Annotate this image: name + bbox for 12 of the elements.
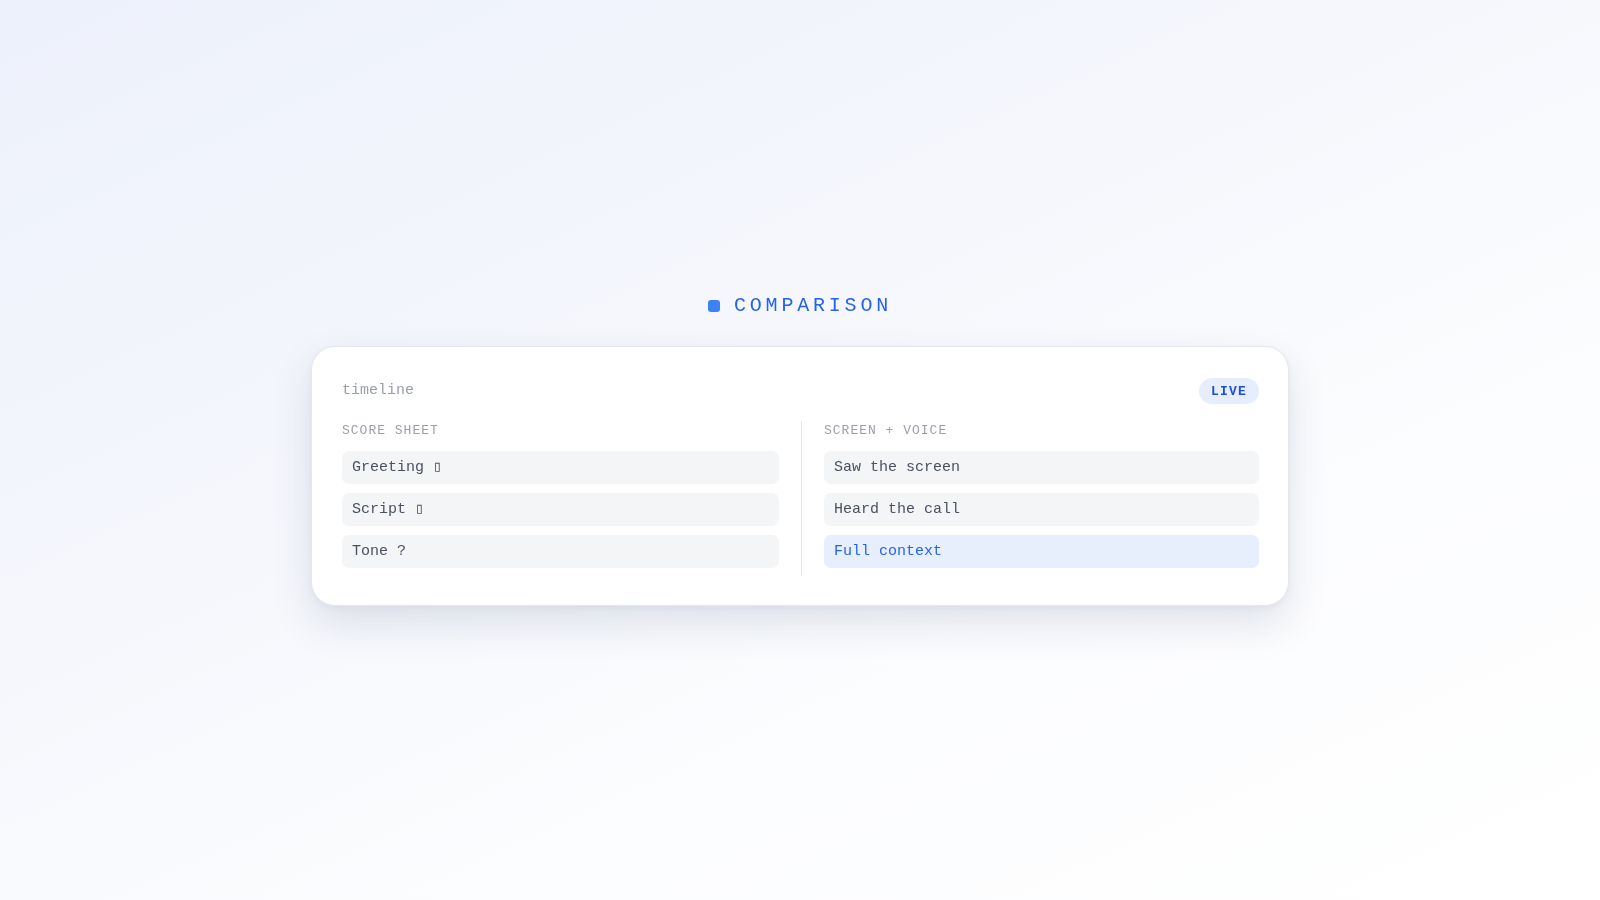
column-heading: SCORE SHEET <box>342 423 439 439</box>
column-heading: SCREEN + VOICE <box>824 423 948 439</box>
list-row: Saw the screen <box>824 451 1259 484</box>
list-row: Tone ? <box>342 535 779 568</box>
highlighted-row: Full context <box>824 535 1259 568</box>
panel-heading: timeline <box>342 381 414 401</box>
list-row: Greeting ▯ <box>342 451 779 484</box>
diagram-title: COMPARISON <box>734 294 892 318</box>
list-row: Heard the call <box>824 493 1259 526</box>
panel-card <box>311 346 1289 606</box>
status-pill: LIVE <box>1199 378 1259 404</box>
list-row: Script ▯ <box>342 493 779 526</box>
